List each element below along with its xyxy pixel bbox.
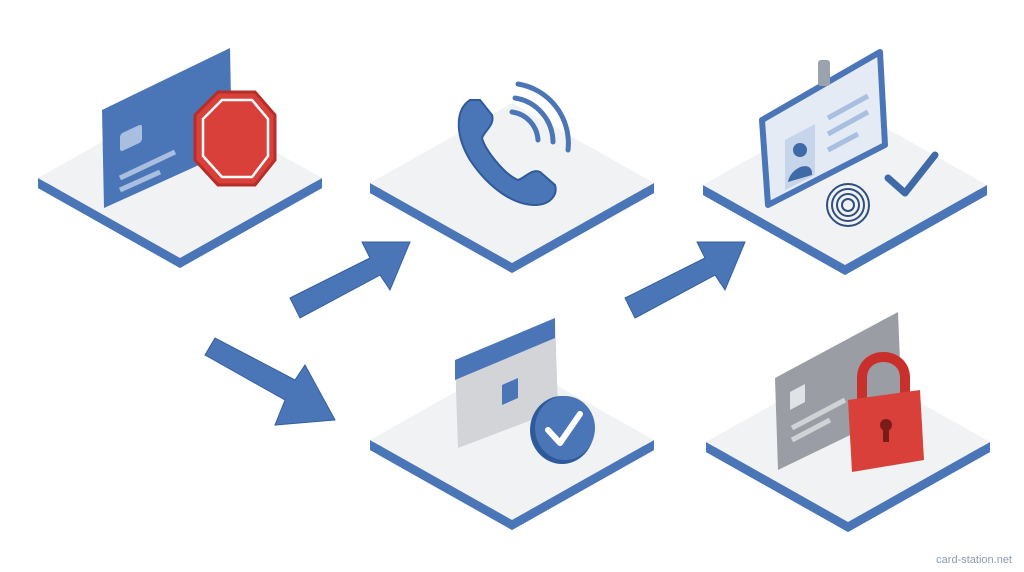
arrow-right-down xyxy=(204,337,336,426)
phone-call-icon xyxy=(457,81,571,207)
locked-card-icon xyxy=(775,312,924,472)
arrow-right-up-2 xyxy=(624,241,746,319)
watermark: card-station.net xyxy=(936,554,1012,566)
arrow-right-up-1 xyxy=(289,241,411,319)
blocked-card-icon xyxy=(102,48,277,208)
approved-card-icon xyxy=(455,318,595,464)
id-verification-icon xyxy=(759,49,939,227)
